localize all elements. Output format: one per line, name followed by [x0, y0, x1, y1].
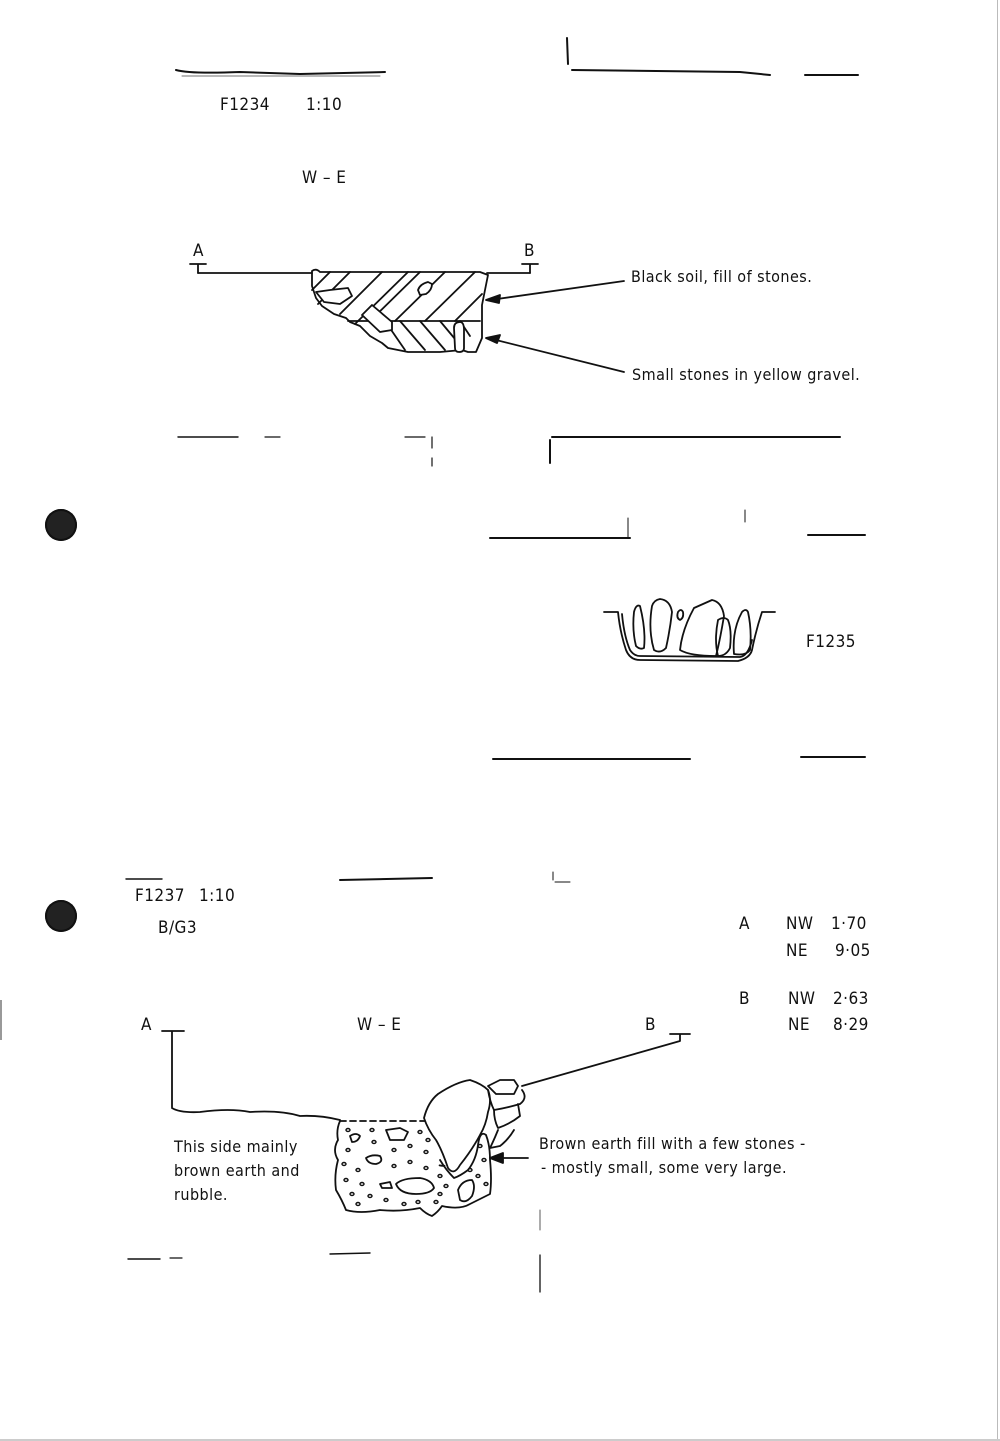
level-value: 1·70	[831, 914, 867, 934]
f1234-feature-label: F1234	[220, 95, 270, 115]
f1237-section-drawing	[161, 1030, 691, 1217]
f1237-scale-label: 1:10	[199, 886, 236, 906]
level-point-a: A	[739, 914, 750, 934]
level-point-b: B	[739, 989, 750, 1009]
level-value: 8·29	[833, 1015, 869, 1035]
f1234-point-b: B	[524, 241, 535, 261]
f1237-annotation-right-line1: Brown earth fill with a few stones -	[539, 1134, 806, 1153]
level-dir: NE	[788, 1015, 811, 1035]
level-value: 9·05	[835, 941, 871, 961]
f1235-section-drawing	[603, 598, 776, 662]
f1237-annotation-left: This side mainly brown earth and rubble.	[174, 1137, 300, 1204]
f1237-point-a: A	[141, 1015, 152, 1035]
page-edge-right	[997, 0, 998, 1441]
punch-hole-icon	[45, 900, 77, 932]
page-edge-left	[0, 1000, 2, 1040]
level-value: 2·63	[833, 989, 869, 1009]
f1234-annotation-lower: Small stones in yellow gravel.	[632, 365, 861, 384]
f1234-section-drawing	[189, 263, 625, 373]
page-edge-bottom	[0, 1439, 1000, 1441]
f1234-orientation-label: W – E	[302, 168, 347, 188]
scan-ruling-lines	[125, 37, 866, 1293]
punch-hole-icon	[45, 509, 77, 541]
f1234-scale-label: 1:10	[306, 95, 343, 115]
f1234-point-a: A	[193, 241, 204, 261]
f1237-orientation-label: W – E	[357, 1015, 402, 1035]
f1237-point-b: B	[645, 1015, 656, 1035]
f1235-feature-label: F1235	[806, 632, 856, 652]
f1237-annotation-right-line2: - mostly small, some very large.	[541, 1158, 788, 1177]
f1237-feature-label: F1237	[135, 886, 185, 906]
level-dir: NW	[788, 989, 816, 1009]
level-dir: NW	[786, 914, 814, 934]
f1234-annotation-upper: Black soil, fill of stones.	[631, 267, 813, 286]
f1237-grid-ref: B/G3	[158, 918, 198, 938]
level-dir: NE	[786, 941, 809, 961]
